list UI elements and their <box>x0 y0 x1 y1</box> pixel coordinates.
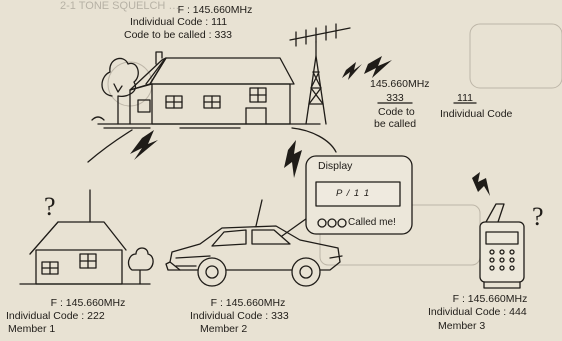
own-code-value: 111 <box>452 92 478 104</box>
member2-name: Member 2 <box>200 323 247 335</box>
display-reading: P / 1 1 <box>336 188 370 200</box>
member2-frequency: F : 145.660MHz <box>186 297 310 309</box>
link-curve <box>88 130 132 162</box>
transmit-frequency: 145.660MHz <box>370 78 430 90</box>
member1-house-icon <box>20 190 150 284</box>
member2-code: Individual Code : 333 <box>190 310 289 322</box>
question-mark-member1: ? <box>44 194 56 220</box>
signal-bolt-icon <box>130 130 158 160</box>
called-code-value: 333 <box>378 92 412 104</box>
member3-frequency: F : 145.660MHz <box>434 293 546 305</box>
ground-lines <box>92 117 320 128</box>
base-frequency: F : 145.660MHz <box>140 4 290 16</box>
member1-frequency: F : 145.660MHz <box>36 297 140 309</box>
signal-bolt-icon <box>472 172 490 196</box>
base-house-icon <box>130 52 294 124</box>
member3-code: Individual Code : 444 <box>428 306 527 318</box>
be-called-label: be called <box>374 118 416 130</box>
antenna-tower-icon <box>290 24 350 124</box>
own-code-label: Individual Code <box>440 108 512 120</box>
base-individual-code: Individual Code : 111 <box>130 16 227 28</box>
display-title: Display <box>318 160 352 172</box>
called-me-text: Called me! <box>348 217 396 229</box>
signal-bolt-icon <box>284 140 302 178</box>
signal-bolt-icon <box>342 62 362 80</box>
link-curve <box>292 128 336 152</box>
member3-name: Member 3 <box>438 320 485 332</box>
tree-icon <box>129 248 154 284</box>
code-to-label: Code to <box>378 106 415 118</box>
question-mark-member3: ? <box>532 204 544 230</box>
signal-bolt-icon <box>364 56 392 78</box>
tree-icon <box>102 58 138 124</box>
member1-name: Member 1 <box>8 323 55 335</box>
member1-code: Individual Code : 222 <box>6 310 105 322</box>
base-code-to-call: Code to be called : 333 <box>124 29 232 41</box>
handheld-radio-icon <box>480 204 524 288</box>
